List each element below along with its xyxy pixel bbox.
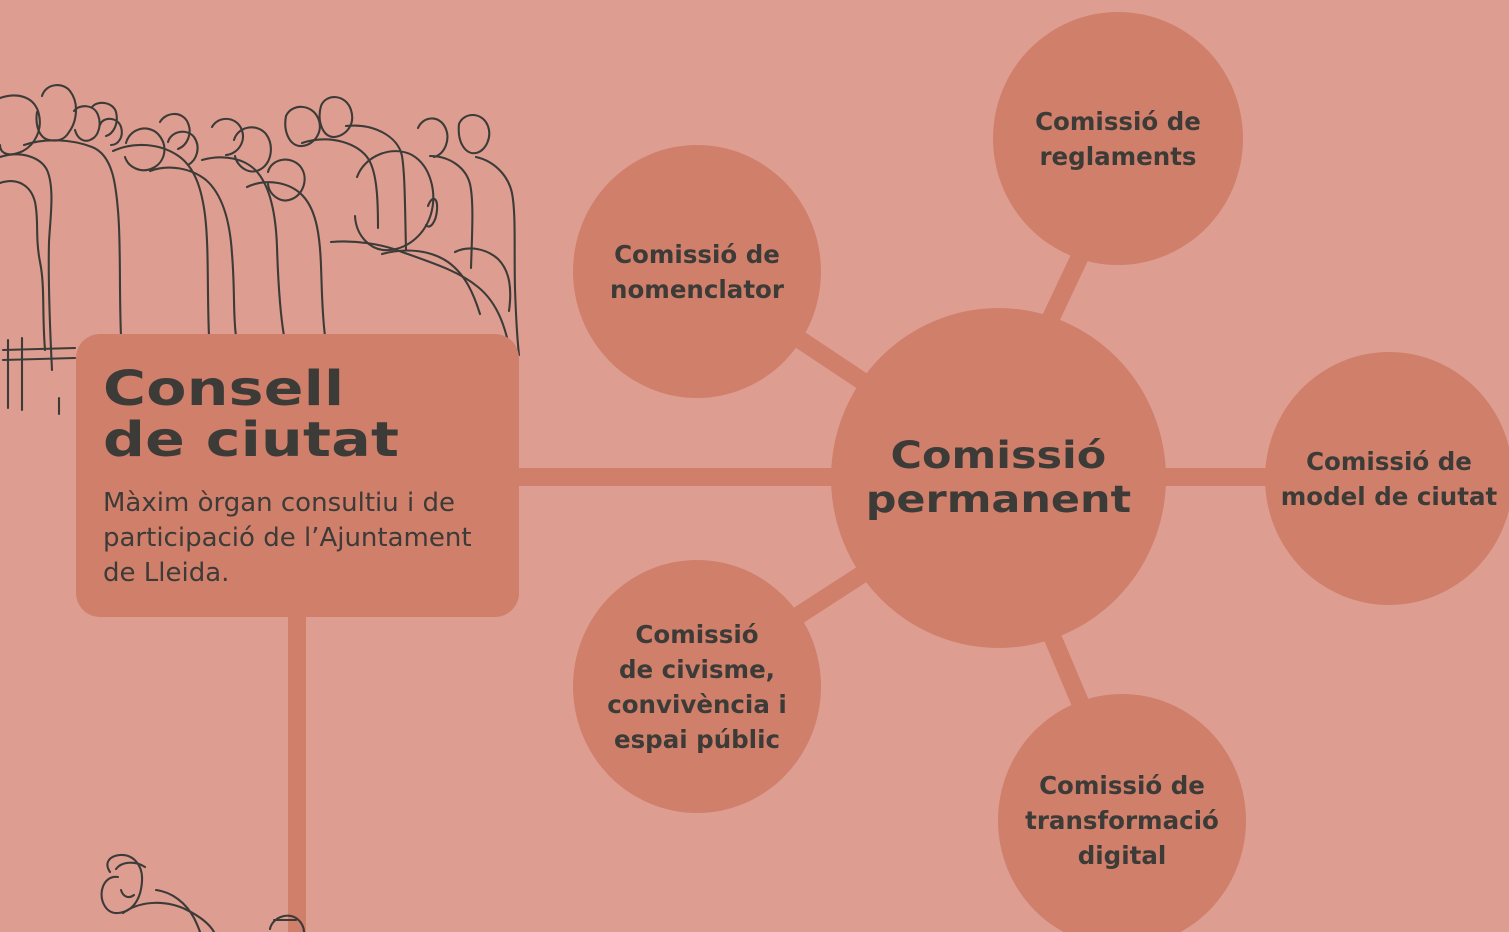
connector-to-transformacio-digital	[1043, 632, 1091, 711]
commission-node-transformacio-digital: Comissió de transformació digital	[998, 694, 1246, 932]
commission-label-reglaments: Comissió de reglaments	[1035, 106, 1201, 171]
commission-node-nomenclator: Comissió de nomenclator	[573, 145, 821, 398]
center-node-label: Comissió permanent	[865, 434, 1132, 521]
connector-to-civisme	[791, 565, 869, 625]
commission-node-model-ciutat: Comissió de model de ciutat	[1265, 352, 1509, 605]
commission-label-nomenclator: Comissió de nomenclator	[610, 239, 784, 304]
commission-label-model-ciutat: Comissió de model de ciutat	[1280, 446, 1498, 511]
person-illustration	[100, 853, 306, 932]
council-card: Consell de ciutat Màxim òrgan consultiu …	[76, 334, 519, 617]
connector-to-reglaments	[1041, 246, 1092, 324]
center-node-permanent-commission: Comissió permanent	[831, 308, 1166, 648]
commission-label-civisme: Comissió de civisme, convivència i espai…	[607, 619, 787, 754]
council-title: Consell de ciutat	[103, 361, 400, 468]
connector-to-nomenclator	[788, 327, 870, 391]
council-description: Màxim òrgan consultiu i de participació …	[103, 488, 472, 588]
commission-node-civisme: Comissió de civisme, convivència i espai…	[573, 560, 821, 813]
commission-label-transformacio-digital: Comissió de transformació digital	[1025, 771, 1219, 870]
commission-node-reglaments: Comissió de reglaments	[993, 12, 1243, 265]
